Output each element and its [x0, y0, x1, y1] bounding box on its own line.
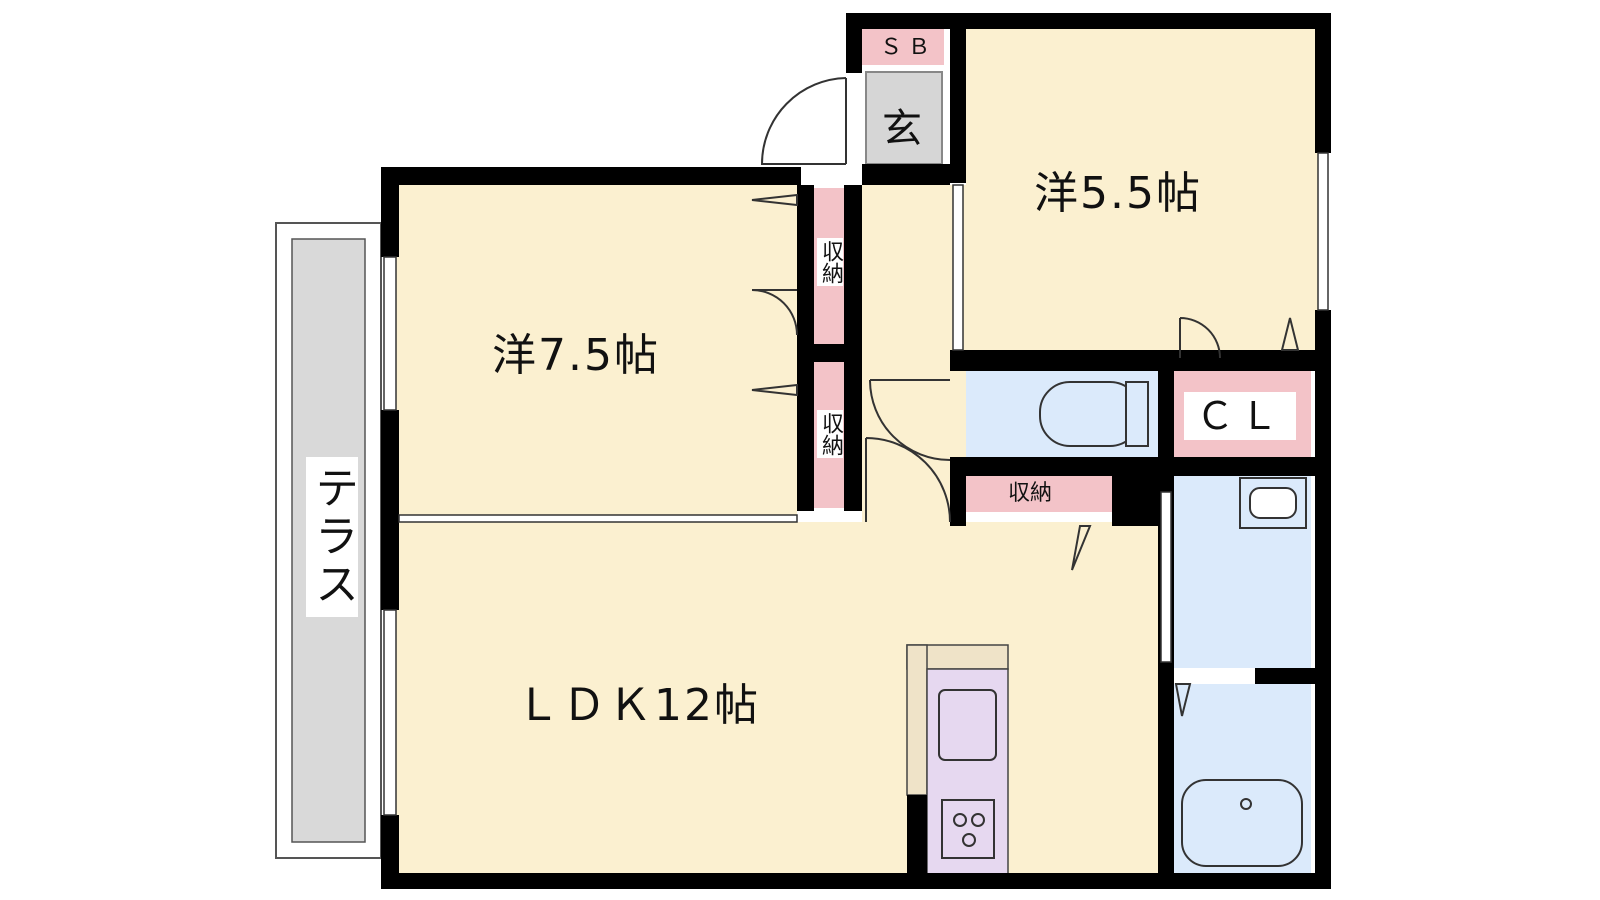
toilet-tank-icon	[1125, 381, 1149, 447]
burner-icon	[962, 833, 976, 847]
room-label-bedroom-small: 洋5.5帖	[1030, 168, 1206, 220]
stove-icon	[941, 799, 995, 859]
room-label-terrace: テラス	[306, 457, 358, 617]
basin-bowl-icon	[1249, 487, 1297, 519]
drain-icon	[1240, 798, 1252, 810]
room-label-storage-1: 収納	[817, 238, 843, 286]
room-label-shoe-box: ＳＢ	[880, 35, 937, 60]
door-swings	[751, 77, 1300, 717]
storage-3-area	[966, 476, 1112, 512]
burner-icon	[953, 813, 967, 827]
room-label-closet: ＣＬ	[1184, 392, 1297, 440]
shoe-box-area	[862, 29, 944, 65]
bathtub-icon	[1181, 779, 1303, 867]
room-label-entrance: 玄	[882, 106, 922, 152]
kitchen-wall-strip	[906, 644, 928, 796]
sink-icon	[938, 689, 997, 761]
room-label-bedroom-large: 洋7.5帖	[488, 330, 664, 382]
burner-icon	[971, 813, 985, 827]
hallway-floor	[862, 185, 966, 522]
room-label-storage-2: 収納	[817, 410, 843, 458]
windows	[383, 152, 1329, 816]
room-label-storage-3: 収納	[1008, 481, 1053, 506]
room-label-ldk: ＬＤＫ12帖	[512, 680, 764, 732]
ldk-floor	[389, 522, 1160, 874]
